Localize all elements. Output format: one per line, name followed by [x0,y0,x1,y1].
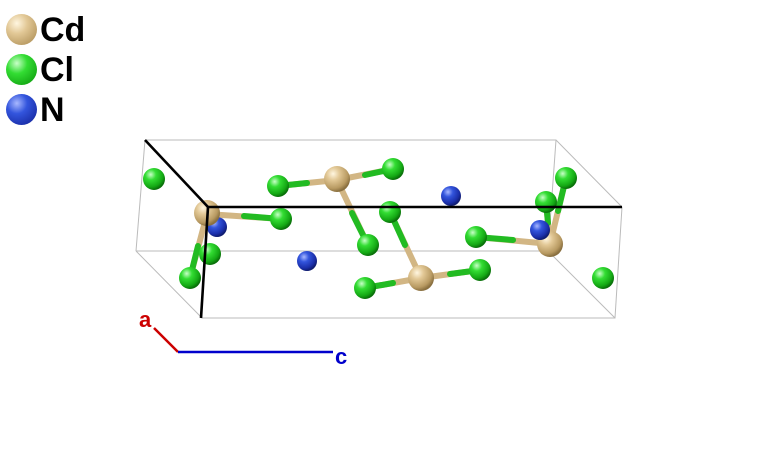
atoms [143,158,614,299]
cell-origin-axes [144,139,622,319]
n-atom [297,251,317,271]
legend-label-n: N [40,91,65,129]
cl-atom [555,167,577,189]
cl-atom [379,201,401,223]
n-atom-icon [6,94,37,125]
cd-atom [408,265,434,291]
cd-atom [324,166,350,192]
cl-atom [179,267,201,289]
cl-atom [354,277,376,299]
cl-atom [267,175,289,197]
a-axis-line [153,327,179,353]
cl-atom [535,191,557,213]
cl-atom [382,158,404,180]
cl-atom [270,208,292,230]
a-axis-label: a [139,307,152,332]
n-atom [441,186,461,206]
cl-atom [592,267,614,289]
c-axis-label: c [335,344,347,369]
axis-indicator: a c [139,307,347,369]
cd-atom-icon [6,14,37,45]
cl-atom [199,243,221,265]
cl-atom-icon [6,54,37,85]
cl-atom [465,226,487,248]
cl-atom [469,259,491,281]
cl-atom [357,234,379,256]
cl-atom [143,168,165,190]
legend-label-cd: Cd [40,11,86,49]
bonds [187,166,569,291]
legend-label-cl: Cl [40,51,74,89]
n-atom [530,220,550,240]
